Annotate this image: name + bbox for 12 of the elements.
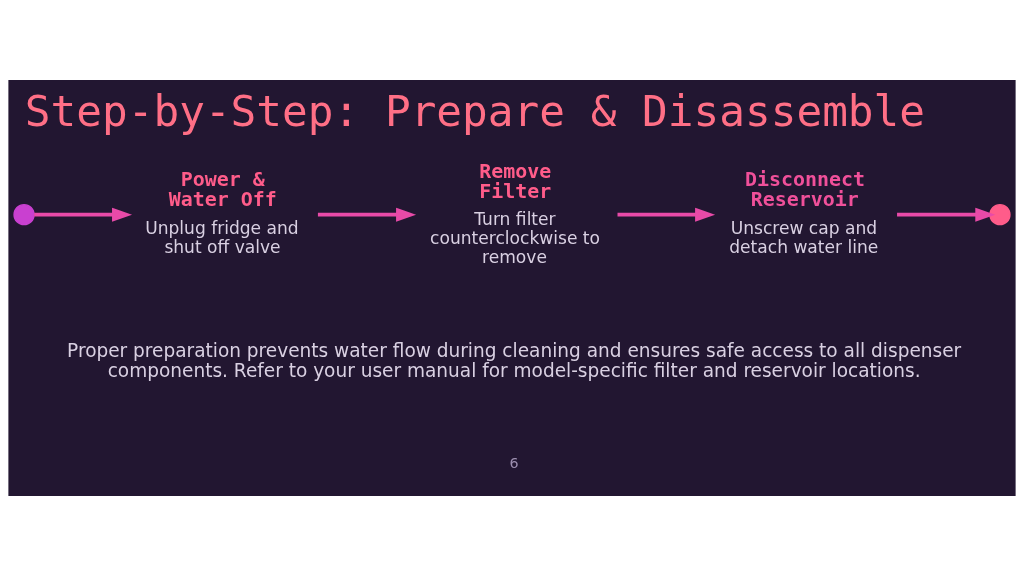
node-circle: [989, 203, 1011, 226]
label: Proper preparation prevents water flow during cleaning and ensures safe access to all dispenser components. Refer to your user manual for model-specific filter and reservoir locations.: [67, 339, 962, 381]
node-text: Remove Filter Turn filter counterclockwise to remove: [430, 158, 600, 267]
arrow: [897, 207, 996, 222]
diagram-title: Step-by-Step: Prepare & Disassemble: [24, 85, 926, 136]
arrow: [617, 207, 716, 222]
arrow: [34, 207, 132, 222]
label: 6: [509, 455, 519, 472]
node-text: Disconnect Reservoir Unscrew cap and detach water line: [729, 167, 879, 257]
node-circle: [13, 203, 35, 226]
arrow: [317, 207, 417, 222]
node-text: Power & Water Off Unplug fridge and shut off valve: [145, 167, 299, 257]
